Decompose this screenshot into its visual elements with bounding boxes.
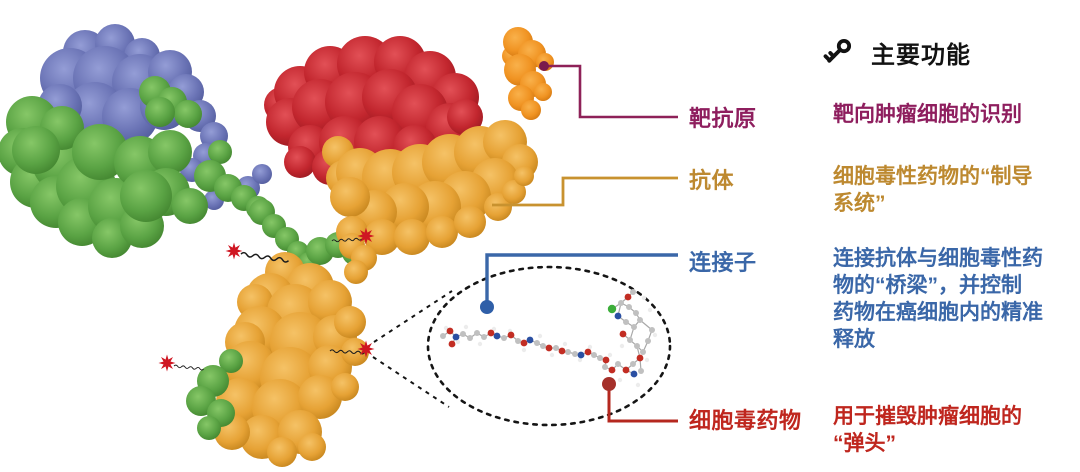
antigen-blob: [502, 27, 554, 120]
cytotoxic-drug-desc: 用于摧毁肿瘤细胞的 “弹头”: [833, 405, 1022, 455]
linker-label: 连接子: [689, 250, 757, 275]
magnifier-ellipse: [426, 265, 672, 427]
connector-linker: [480, 253, 678, 314]
connector-target-antigen: [539, 61, 678, 119]
heavy-chain-orange-arm: [322, 120, 538, 284]
payload-molecule: [440, 289, 658, 388]
fc-region-orange: [214, 252, 369, 467]
antibody-desc: 细胞毒性药物的“制导 系统”: [833, 165, 1033, 215]
cytotoxic-drug-label: 细胞毒药物: [689, 408, 802, 433]
magnifier-cone-lines: [372, 290, 453, 408]
adc-antibody-illustration: [0, 24, 678, 467]
key-icon: [823, 38, 852, 63]
connector-drug: [602, 377, 678, 423]
fab-domain-green: [0, 76, 366, 288]
antibody-label: 抗体: [689, 168, 735, 193]
target-antigen-label: 靶抗原: [689, 106, 757, 131]
chlorine-atom: [607, 304, 617, 314]
connector-antibody: [492, 176, 678, 207]
target-antigen-desc: 靶向肿瘤细胞的识别: [833, 103, 1022, 126]
linker-desc: 连接抗体与细胞毒性药 物的“桥梁”，并控制 药物在癌细胞内的精准 释放: [833, 247, 1043, 351]
fc-region-green-patches: [186, 349, 243, 440]
legend-header: 主要功能: [820, 34, 971, 70]
legend-title: 主要功能: [871, 41, 971, 69]
